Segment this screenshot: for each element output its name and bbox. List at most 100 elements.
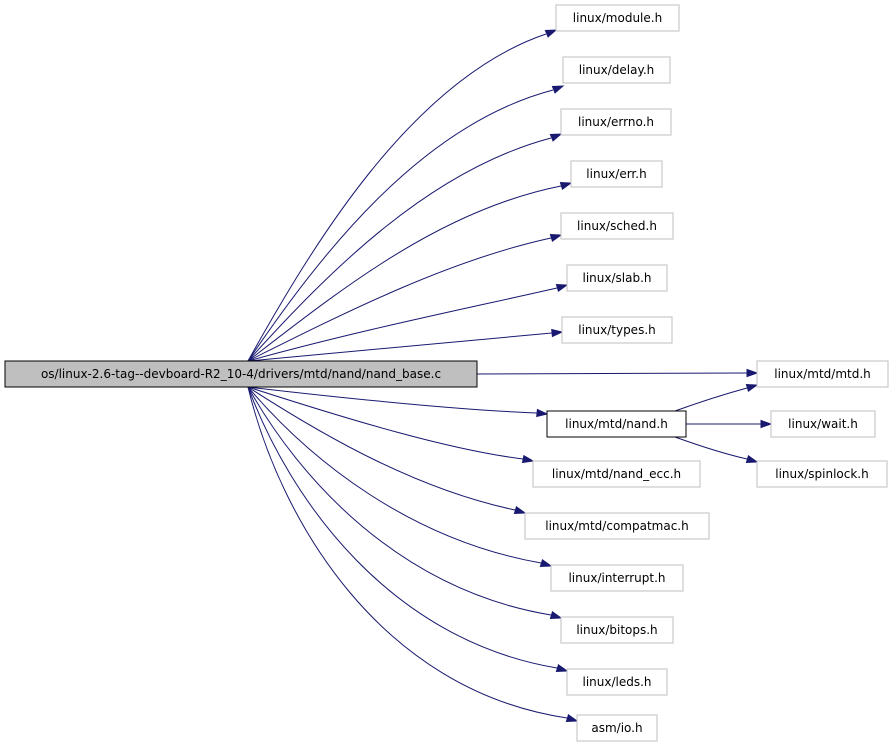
node-io[interactable]: asm/io.h: [576, 714, 658, 742]
node-label: linux/module.h: [573, 11, 662, 25]
arrowhead: [513, 505, 527, 515]
arrowhead: [549, 133, 563, 142]
edge-root-to-delay: [247, 85, 565, 362]
node-label: linux/err.h: [586, 167, 646, 181]
node-box[interactable]: [566, 264, 668, 292]
node-delay[interactable]: linux/delay.h: [562, 56, 671, 84]
node-label: linux/mtd/compatmac.h: [545, 519, 688, 533]
node-label: linux/mtd/mtd.h: [774, 367, 871, 381]
edge-root-to-types: [247, 328, 564, 362]
node-box[interactable]: [562, 56, 671, 84]
arrowhead: [565, 713, 579, 723]
node-box[interactable]: [555, 4, 680, 32]
node-compatmac[interactable]: linux/mtd/compatmac.h: [524, 512, 710, 540]
edge-line: [247, 386, 558, 669]
arrowhead: [551, 328, 564, 338]
node-sched[interactable]: linux/sched.h: [560, 212, 674, 240]
edge-line: [247, 89, 554, 362]
arrowhead: [521, 454, 535, 464]
edge-root-to-slab: [247, 283, 569, 362]
arrowhead: [544, 29, 558, 38]
edge-nand-to-mtd: [674, 383, 759, 412]
node-label: linux/slab.h: [583, 271, 652, 285]
node-box[interactable]: [566, 668, 668, 696]
edge-root-to-nand_ecc: [247, 386, 535, 464]
nodes-layer: os/linux-2.6-tag--devboard-R2_10-4/drive…: [4, 4, 889, 742]
edges-layer: [247, 29, 773, 723]
edge-line: [247, 33, 547, 362]
node-box[interactable]: [561, 316, 673, 344]
node-nand_ecc[interactable]: linux/mtd/nand_ecc.h: [532, 460, 701, 488]
arrowhead: [559, 181, 573, 191]
node-label: linux/wait.h: [788, 417, 858, 431]
node-box[interactable]: [4, 360, 478, 388]
node-label: linux/mtd/nand_ecc.h: [552, 467, 681, 481]
node-box[interactable]: [560, 616, 674, 644]
node-label: os/linux-2.6-tag--devboard-R2_10-4/drive…: [41, 367, 441, 381]
edge-nand-to-spinlock: [674, 436, 759, 464]
edge-line: [247, 386, 568, 719]
node-module[interactable]: linux/module.h: [555, 4, 680, 32]
arrowhead: [539, 558, 553, 568]
node-slab[interactable]: linux/slab.h: [566, 264, 668, 292]
edge-line: [247, 386, 542, 564]
arrowhead: [536, 408, 549, 418]
node-root[interactable]: os/linux-2.6-tag--devboard-R2_10-4/drive…: [4, 360, 478, 388]
edge-line: [247, 287, 558, 362]
node-err[interactable]: linux/err.h: [570, 160, 663, 188]
edge-root-to-leds: [247, 386, 569, 673]
node-label: linux/spinlock.h: [775, 467, 868, 481]
arrowhead: [760, 419, 773, 429]
edge-line: [247, 137, 552, 362]
node-box[interactable]: [770, 410, 876, 438]
node-leds[interactable]: linux/leds.h: [566, 668, 668, 696]
arrowhead: [745, 383, 759, 393]
node-bitops[interactable]: linux/bitops.h: [560, 616, 674, 644]
edge-line: [247, 386, 524, 460]
node-box[interactable]: [550, 564, 684, 592]
arrowhead: [551, 85, 565, 94]
node-types[interactable]: linux/types.h: [561, 316, 673, 344]
node-wait[interactable]: linux/wait.h: [770, 410, 876, 438]
node-box[interactable]: [576, 714, 658, 742]
node-mtd[interactable]: linux/mtd/mtd.h: [756, 360, 889, 388]
node-label: linux/mtd/nand.h: [565, 417, 668, 431]
node-label: asm/io.h: [591, 721, 642, 735]
node-label: linux/sched.h: [577, 219, 657, 233]
node-box[interactable]: [546, 410, 687, 438]
node-label: linux/bitops.h: [576, 623, 657, 637]
edge-root-to-sched: [247, 233, 563, 362]
arrowhead: [555, 663, 569, 673]
node-nand[interactable]: linux/mtd/nand.h: [546, 410, 687, 438]
edge-root-to-io: [247, 386, 579, 723]
edge-root-to-module: [247, 29, 558, 362]
node-errno[interactable]: linux/errno.h: [560, 108, 672, 136]
arrowhead: [549, 233, 563, 243]
node-box[interactable]: [756, 360, 889, 388]
edge-root-to-err: [247, 181, 573, 362]
node-box[interactable]: [756, 460, 888, 488]
edge-line: [674, 436, 748, 460]
node-box[interactable]: [524, 512, 710, 540]
edge-root-to-mtd: [476, 368, 759, 378]
arrowhead: [555, 283, 569, 293]
edge-line: [247, 386, 538, 414]
node-label: linux/errno.h: [578, 115, 654, 129]
node-box[interactable]: [570, 160, 663, 188]
node-interrupt[interactable]: linux/interrupt.h: [550, 564, 684, 592]
edge-line: [247, 185, 562, 362]
edge-nand-to-wait: [686, 419, 773, 429]
node-box[interactable]: [560, 212, 674, 240]
edge-line: [247, 386, 552, 616]
node-spinlock[interactable]: linux/spinlock.h: [756, 460, 888, 488]
edge-root-to-compatmac: [247, 386, 527, 515]
node-box[interactable]: [560, 108, 672, 136]
edge-root-to-interrupt: [247, 386, 553, 568]
edge-line: [674, 387, 748, 412]
edge-line: [247, 332, 553, 362]
node-label: linux/leds.h: [582, 675, 651, 689]
arrowhead: [746, 368, 759, 378]
node-box[interactable]: [532, 460, 701, 488]
edge-root-to-nand: [247, 386, 549, 418]
